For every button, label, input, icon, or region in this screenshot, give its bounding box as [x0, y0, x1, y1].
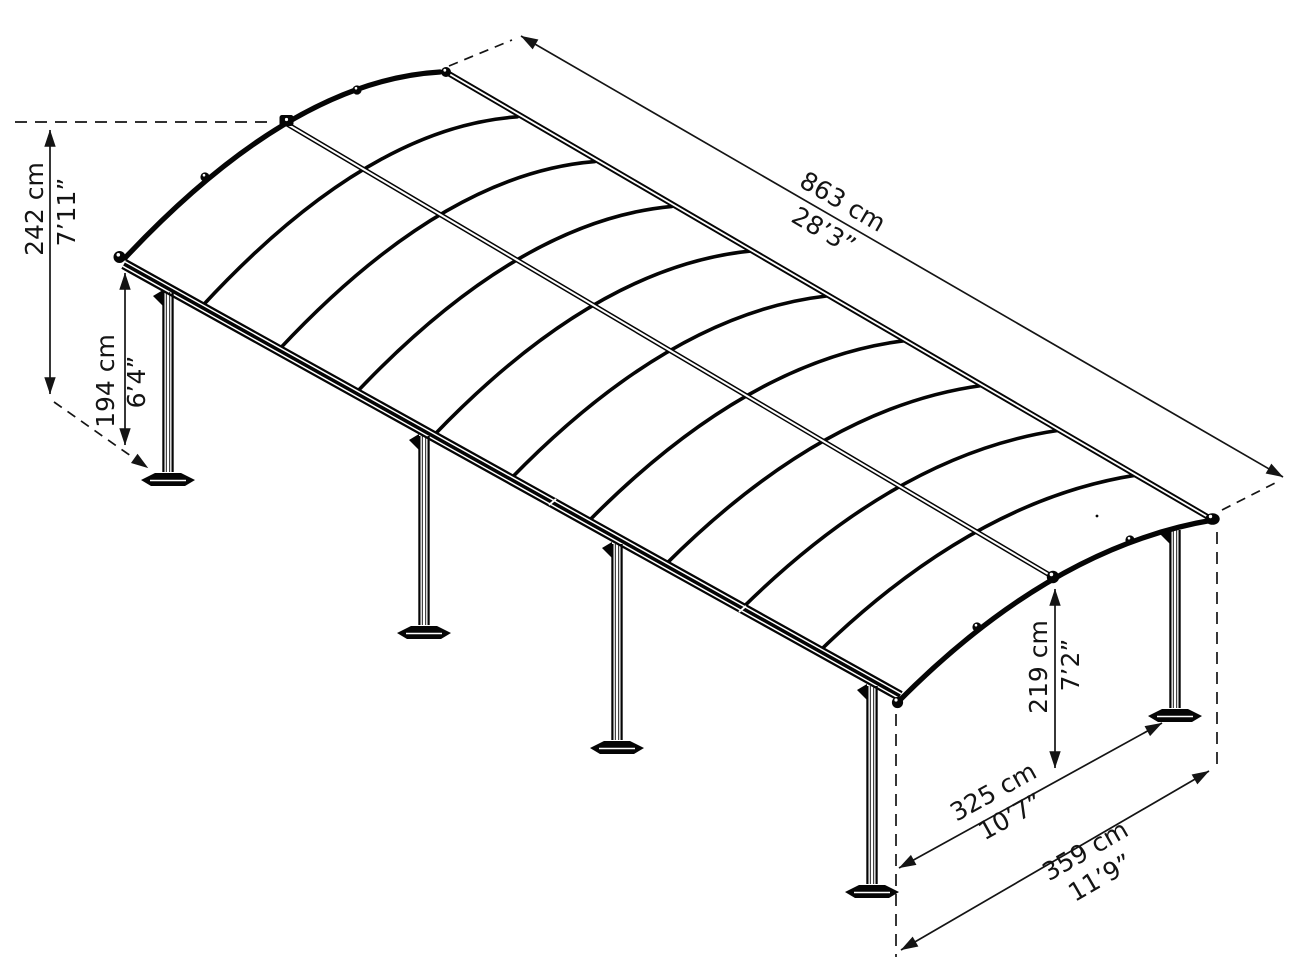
arch-bracket-knob [1125, 535, 1135, 545]
speck [1095, 514, 1099, 518]
post-front-1 [141, 290, 195, 486]
corner-brackets [113, 67, 1220, 709]
arch-rib [354, 204, 674, 395]
arch-rib [277, 159, 597, 351]
base-plate [845, 885, 899, 898]
back-gutter-beam [444, 69, 1215, 523]
post-front-corner [845, 684, 899, 898]
dimension-arrow-line [520, 35, 1284, 478]
dimension-end-arch-height: 219 cm 7’2” [1024, 588, 1085, 769]
dimension-label-imperial: 6’4” [122, 356, 151, 409]
extension-line-dashed [448, 39, 513, 67]
front-left-corner-cap [113, 251, 126, 263]
dimension-overall-height: 242 cm 7’11” [15, 121, 275, 469]
post-front-3 [590, 542, 644, 754]
arch-bracket-knob [972, 622, 982, 632]
dimension-overall-length: 863 cm 28’3” [448, 35, 1284, 511]
base-plate [1148, 709, 1202, 722]
arch-bracket-knob [200, 172, 210, 182]
post-back-corner [1148, 528, 1202, 722]
arch-bracket-knob [352, 85, 362, 95]
dimension-label-imperial: 7’2” [1056, 639, 1085, 692]
dimension-label-imperial: 7’11” [52, 178, 81, 247]
dimension-label-metric: 194 cm [91, 334, 120, 428]
arch-rib [432, 249, 751, 438]
base-plate [141, 473, 195, 486]
front-gutter-beam [121, 259, 903, 701]
back-left-corner-cap [441, 67, 451, 77]
dimension-arrow-line [900, 770, 1210, 951]
base-plate [590, 741, 644, 754]
extension-line-dashed [1221, 480, 1280, 511]
base-plate [397, 626, 451, 639]
dimension-label-metric: 219 cm [1024, 620, 1053, 714]
post-front-2 [397, 434, 451, 639]
dimension-label-metric: 242 cm [20, 162, 49, 256]
ground-projection-dashed [53, 401, 149, 469]
dimension-post-clearance: 194 cm 6’4” [91, 272, 151, 446]
ridge-near-connector [1046, 570, 1060, 584]
ridge-beam [285, 121, 1055, 580]
front-right-corner-cap [891, 696, 904, 709]
back-right-corner-cap [1205, 513, 1220, 525]
